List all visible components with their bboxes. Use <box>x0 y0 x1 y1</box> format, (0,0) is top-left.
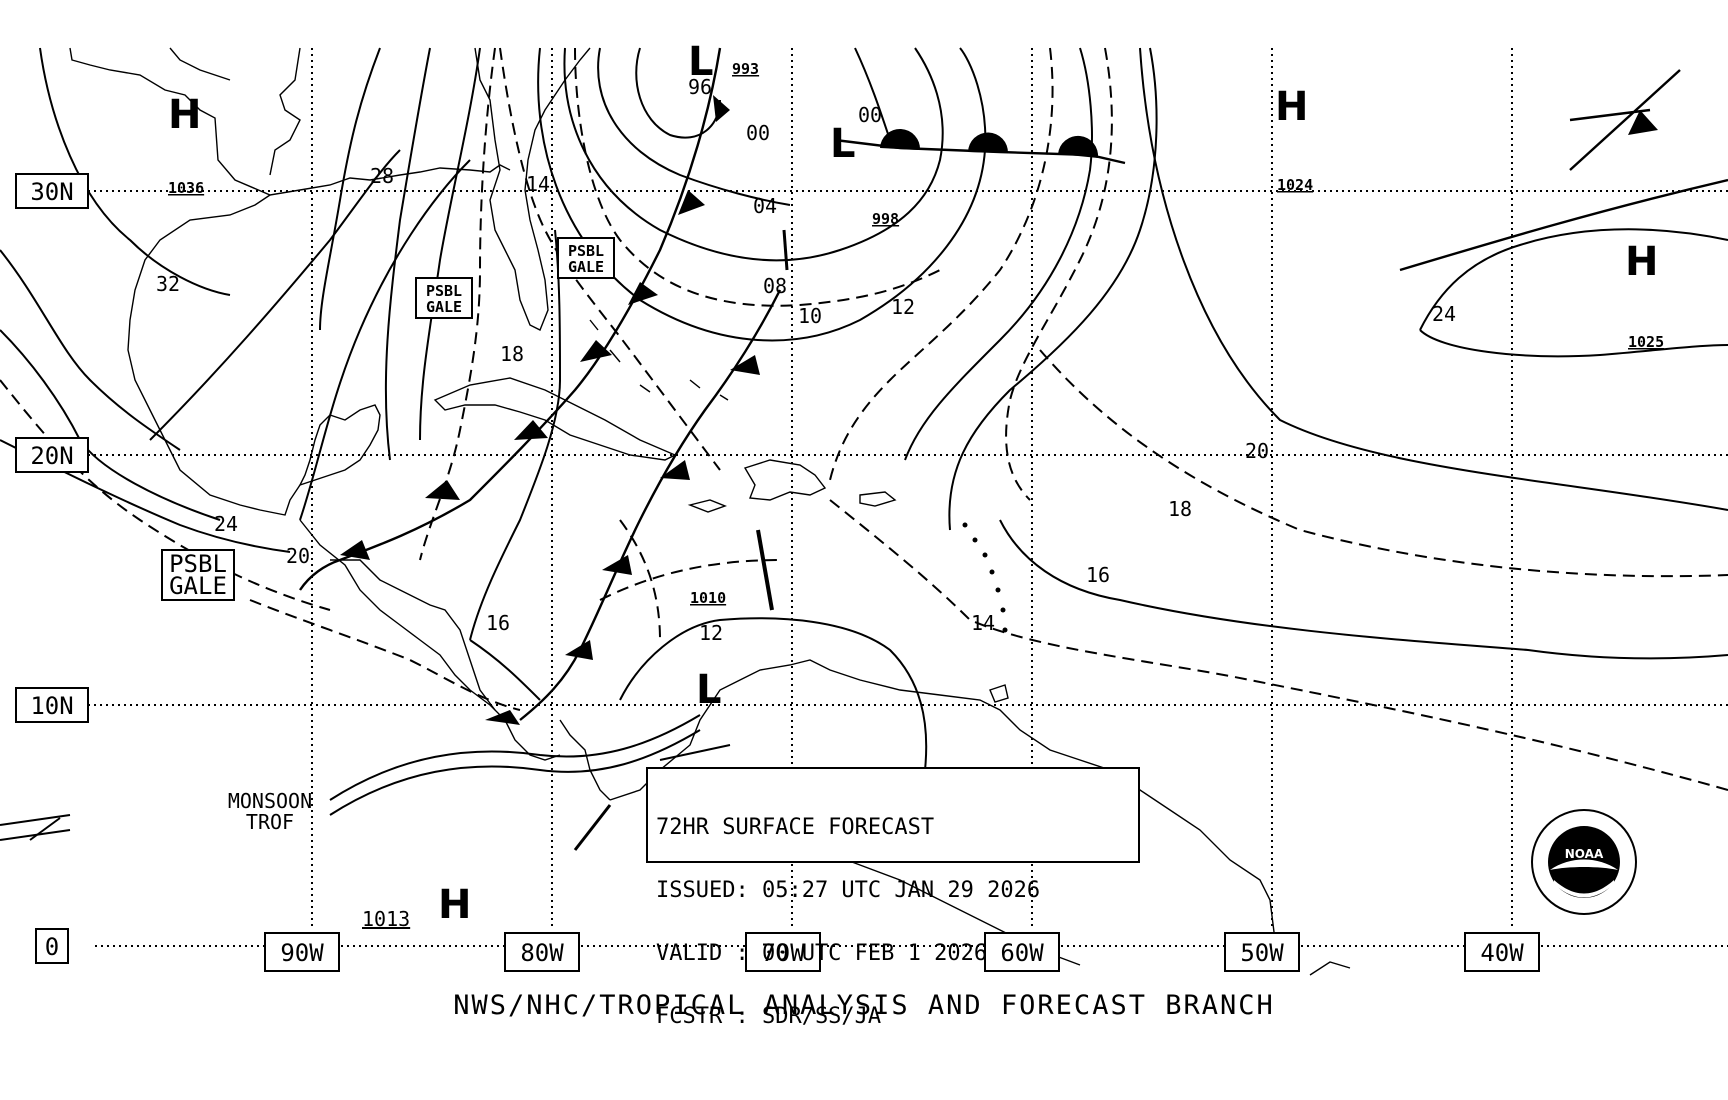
svg-text:14: 14 <box>526 172 550 196</box>
low-atlantic-letter: L <box>830 121 856 167</box>
forecast-forecaster: FCSTR : SDR/SS/JA <box>656 1004 882 1029</box>
high-east-value: 1025 <box>1628 333 1664 351</box>
isobar-labels: 28 32 24 20 14 18 16 96 00 04 08 10 12 1… <box>156 75 1456 645</box>
svg-text:20: 20 <box>286 544 310 568</box>
high-pacific-letter: H <box>438 882 471 928</box>
svg-text:00: 00 <box>746 121 770 145</box>
svg-text:32: 32 <box>156 272 180 296</box>
forecast-valid: VALID : 00 UTC FEB 1 2026 <box>656 941 988 966</box>
lon-label-40w: 40W <box>1464 932 1540 972</box>
monsoon-label: MONSOON <box>228 789 312 813</box>
monsoon-label-trof: TROF <box>246 810 294 834</box>
svg-text:40W: 40W <box>1480 939 1524 967</box>
forecast-title: 72HR SURFACE FORECAST <box>656 815 935 840</box>
high-pacific-value: 1013 <box>362 907 410 931</box>
gale-box-gulf: PSBL GALE <box>415 277 473 319</box>
svg-text:16: 16 <box>486 611 510 635</box>
warm-front <box>834 128 1126 165</box>
svg-text:08: 08 <box>763 274 787 298</box>
lat-lon-grid <box>88 48 1728 947</box>
high-atlantic-value: 1024 <box>1277 176 1313 194</box>
svg-text:96: 96 <box>688 75 712 99</box>
high-texas-letter: H <box>168 92 201 138</box>
isobars <box>0 47 1728 771</box>
dashed-isobars <box>0 47 1728 791</box>
gale-box-florida: PSBL GALE <box>557 237 615 279</box>
svg-text:12: 12 <box>891 295 915 319</box>
svg-text:24: 24 <box>214 512 238 536</box>
lat-label-30n: 30N <box>15 173 89 209</box>
svg-text:18: 18 <box>500 342 524 366</box>
svg-text:PSBL: PSBL <box>568 242 604 260</box>
svg-text:18: 18 <box>1168 497 1192 521</box>
svg-text:50W: 50W <box>1240 939 1284 967</box>
cold-fronts <box>299 47 1728 725</box>
svg-text:GALE: GALE <box>568 258 604 276</box>
svg-text:60W: 60W <box>1000 939 1044 967</box>
svg-text:PSBL: PSBL <box>426 282 462 300</box>
svg-text:PSBL: PSBL <box>169 550 227 578</box>
forecast-issued: ISSUED: 05:27 UTC JAN 29 2026 <box>656 878 1041 903</box>
svg-text:GALE: GALE <box>169 572 227 600</box>
high-atlantic-letter: H <box>1275 84 1308 130</box>
monsoon-trough <box>0 714 701 841</box>
svg-text:20: 20 <box>1245 439 1269 463</box>
svg-text:80W: 80W <box>520 939 564 967</box>
low-atlantic-value: 998 <box>872 210 899 228</box>
low-caribbean-letter: L <box>696 667 722 713</box>
lon-label-70w: 70W <box>745 932 821 972</box>
footer-credit: NWS/NHC/TROPICAL ANALYSIS AND FORECAST B… <box>453 990 1275 1021</box>
svg-text:16: 16 <box>1086 563 1110 587</box>
svg-text:70W: 70W <box>761 939 805 967</box>
svg-text:GALE: GALE <box>426 298 462 316</box>
coastlines <box>69 47 1351 976</box>
low-north-value: 993 <box>732 60 759 78</box>
high-texas-value: 1036 <box>168 179 204 197</box>
lon-label-50w: 50W <box>1224 932 1300 972</box>
svg-text:20N: 20N <box>30 442 73 470</box>
lat-label-20n: 20N <box>15 437 89 473</box>
svg-text:00: 00 <box>858 103 882 127</box>
svg-text:12: 12 <box>699 621 723 645</box>
gale-box-pacific: PSBL GALE <box>161 549 235 601</box>
lat-label-0: 0 <box>35 928 69 964</box>
lat-label-10n: 10N <box>15 687 89 723</box>
high-east-letter: H <box>1625 239 1658 285</box>
forecast-info-box: 72HR SURFACE FORECAST ISSUED: 05:27 UTC … <box>646 767 1140 1028</box>
lon-label-80w: 80W <box>504 932 580 972</box>
svg-text:90W: 90W <box>280 939 324 967</box>
lon-label-60w: 60W <box>984 932 1060 972</box>
svg-text:30N: 30N <box>30 178 73 206</box>
low-north-letter: L <box>688 39 714 85</box>
svg-text:04: 04 <box>753 194 777 218</box>
svg-text:10: 10 <box>798 304 822 328</box>
low-caribbean-value: 1010 <box>690 589 726 607</box>
troughs <box>573 229 789 851</box>
svg-text:14: 14 <box>971 611 995 635</box>
svg-text:28: 28 <box>370 164 394 188</box>
svg-text:0: 0 <box>45 933 59 961</box>
svg-text:24: 24 <box>1432 302 1456 326</box>
noaa-logo-icon: NOAA <box>1531 809 1637 915</box>
svg-text:10N: 10N <box>30 692 73 720</box>
svg-text:NOAA: NOAA <box>1565 847 1604 861</box>
lon-label-90w: 90W <box>264 932 340 972</box>
